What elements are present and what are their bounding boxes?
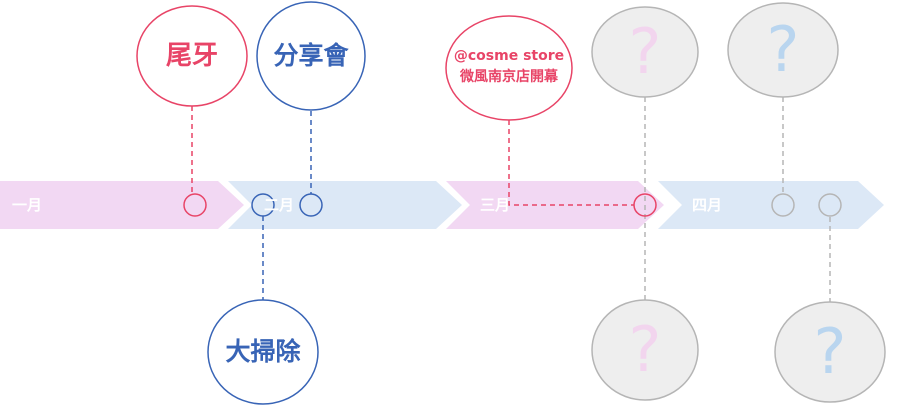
month-label-april: 四月 — [692, 196, 723, 214]
marker-cosme — [633, 193, 657, 217]
marker-dasaochu — [251, 193, 275, 217]
bubble-fenxianghui — [256, 1, 366, 111]
event-label-fenxianghui: 分享會 — [273, 41, 349, 70]
month-label-january: 一月 — [12, 196, 43, 214]
event-label-cosme-line1: @cosme store — [453, 48, 565, 64]
connector-cosme — [508, 120, 634, 206]
month-band-january — [0, 181, 244, 229]
event-label-dasaochu: 大掃除 — [225, 337, 301, 366]
question-mark-2: ? — [628, 313, 662, 386]
event-label-cosme-line2: 微風南京店開幕 — [460, 69, 558, 85]
bubble-unknown-2 — [591, 299, 699, 401]
bubble-cosme — [445, 15, 573, 121]
question-mark-3: ? — [766, 13, 800, 86]
marker-fenxianghui — [299, 193, 323, 217]
month-band-february — [228, 181, 462, 229]
question-mark-1: ? — [628, 15, 662, 88]
month-label-march: 三月 — [480, 196, 511, 214]
bubble-weiya — [136, 5, 248, 107]
marker-unknown-3 — [771, 193, 795, 217]
bubble-unknown-4 — [774, 301, 886, 403]
marker-weiya — [183, 193, 207, 217]
bubble-unknown-1 — [591, 6, 699, 98]
question-mark-4: ? — [813, 315, 847, 388]
bubble-unknown-3 — [727, 2, 839, 98]
bubble-dasaochu — [207, 299, 319, 405]
event-label-weiya: 尾牙 — [165, 41, 218, 71]
month-band-april — [658, 181, 884, 229]
month-label-february: 二月 — [264, 196, 295, 214]
marker-unknown-4 — [818, 193, 842, 217]
